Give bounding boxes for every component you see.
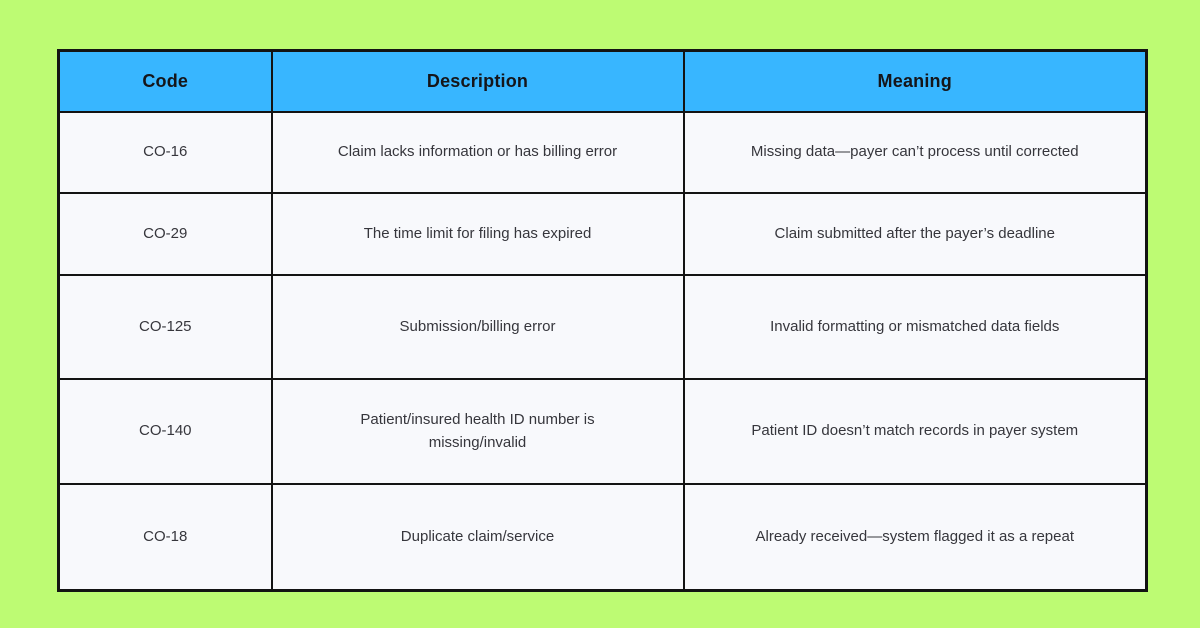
cell-code: CO-29 <box>57 191 273 276</box>
cell-meaning: Missing data—payer can’t process until c… <box>682 110 1148 194</box>
table-row: CO-29 The time limit for filing has expi… <box>57 191 1148 276</box>
cell-code: CO-140 <box>57 377 273 485</box>
cell-code: CO-18 <box>57 482 273 592</box>
table-row: CO-16 Claim lacks information or has bil… <box>57 110 1148 194</box>
column-header-meaning: Meaning <box>682 49 1148 113</box>
cell-code: CO-16 <box>57 110 273 194</box>
table-row: CO-140 Patient/insured health ID number … <box>57 377 1148 485</box>
table-row: CO-18 Duplicate claim/service Already re… <box>57 482 1148 592</box>
column-header-description: Description <box>270 49 685 113</box>
cell-description-text: Submission/billing error <box>399 317 556 335</box>
cell-meaning: Patient ID doesn’t match records in paye… <box>682 377 1148 485</box>
column-header-code: Code <box>57 49 273 113</box>
table-row: CO-125 Submission/billing error Invalid … <box>57 273 1148 380</box>
cell-meaning: Invalid formatting or mismatched data fi… <box>682 273 1148 380</box>
cell-description: The time limit for filing has expired <box>270 191 685 276</box>
cell-meaning: Already received—system flagged it as a … <box>682 482 1148 592</box>
cell-code: CO-125 <box>57 273 273 380</box>
cell-description: Claim lacks information or has billing e… <box>270 110 685 194</box>
table-body: CO-16 Claim lacks information or has bil… <box>57 110 1148 592</box>
cell-meaning: Claim submitted after the payer’s deadli… <box>682 191 1148 276</box>
cell-description-text: The time limit for filing has expired <box>363 224 592 242</box>
cell-description: Duplicate claim/service <box>270 482 685 592</box>
cell-description-text: Duplicate claim/service <box>400 528 555 546</box>
cell-description-text: Patient/insured health ID number is miss… <box>360 410 595 451</box>
denial-codes-table: Code Description Meaning CO-16 Claim lac… <box>57 49 1148 592</box>
table-header-row: Code Description Meaning <box>57 49 1148 113</box>
cell-description: Patient/insured health ID number is miss… <box>270 377 685 485</box>
cell-description-text: Claim lacks information or has billing e… <box>337 143 618 161</box>
cell-description: Submission/billing error <box>270 273 685 380</box>
